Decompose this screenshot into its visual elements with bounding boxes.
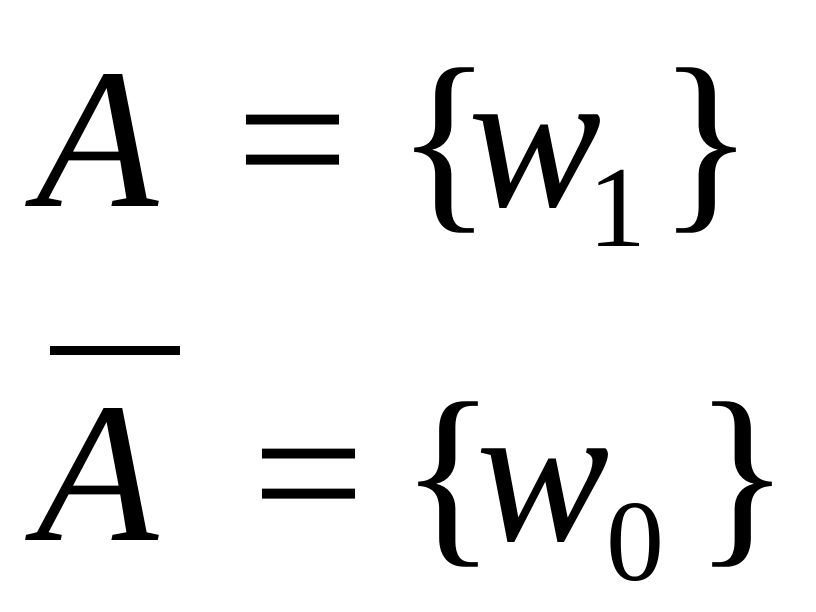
outcome-w-symbol: w bbox=[468, 29, 602, 250]
equation-complement-event: A = { w 0 } bbox=[0, 306, 816, 612]
set-a-symbol: A bbox=[36, 29, 159, 250]
right-brace: } bbox=[694, 363, 790, 584]
left-brace: { bbox=[400, 363, 496, 584]
equation-event-a: A = { w 1 } bbox=[36, 29, 754, 272]
equals-sign: = bbox=[252, 363, 365, 584]
outcome-subscript: 1 bbox=[588, 144, 646, 272]
right-brace: } bbox=[658, 29, 754, 250]
left-brace: { bbox=[396, 29, 492, 250]
set-a-complement-symbol: A bbox=[36, 363, 159, 584]
equals-sign: = bbox=[236, 29, 349, 250]
outcome-subscript: 0 bbox=[606, 478, 664, 606]
outcome-w-symbol: w bbox=[476, 363, 610, 584]
complement-overbar bbox=[50, 346, 180, 355]
